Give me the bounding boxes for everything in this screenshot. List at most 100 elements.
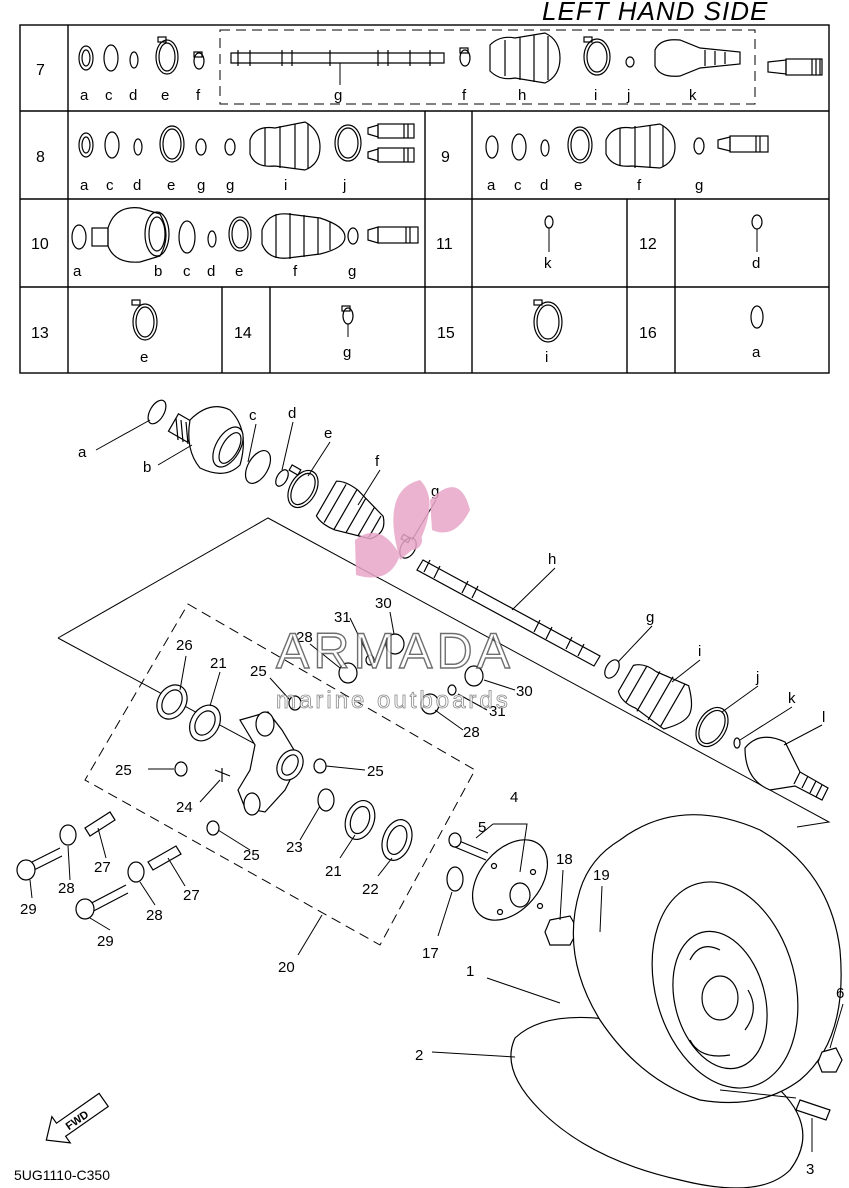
kit-number: 8	[36, 149, 45, 166]
kit-number: 11	[436, 236, 453, 253]
kit-part-label: h	[518, 87, 526, 104]
catalog-code: 5UG1110-C350	[14, 1167, 110, 1183]
callout-label: 28	[463, 724, 480, 741]
knuckle-body	[237, 711, 304, 816]
outer-joint-l	[744, 736, 829, 801]
watermark: ARMADA marine outboards	[275, 480, 514, 714]
callout-label: 30	[375, 595, 392, 612]
drive-shaft-h	[416, 559, 601, 667]
kit-part-label: i	[594, 87, 597, 104]
knuckle-labels: 26 21 25 25 24 25 25 23 21 22 27 27 28 2…	[20, 595, 533, 976]
callout-label: d	[288, 405, 296, 422]
callout-label: 30	[516, 683, 533, 700]
boot-band-j	[695, 706, 729, 748]
kit-part-label: e	[140, 349, 148, 366]
kit-9-parts	[485, 123, 769, 169]
kit-number: 7	[36, 62, 45, 79]
kit-numbers: 7 8 9 10 11 12 13 14 15 16	[31, 62, 657, 342]
callout-label: 31	[334, 609, 351, 626]
kit-part-label: g	[334, 87, 342, 104]
kit-part-label: d	[540, 177, 548, 194]
kit-part-label: g	[226, 177, 234, 194]
kit-part-label: f	[196, 87, 201, 104]
wheel-leaders	[431, 823, 844, 1152]
circlip-k	[733, 737, 741, 749]
kit-part-label: g	[695, 177, 703, 194]
kit-part-label: i	[284, 177, 287, 194]
kit-part-label: a	[80, 177, 89, 194]
wheel-labels: 4 5 18 19 17 1 2 6 3	[415, 789, 844, 1178]
knuckle-assembly-outline	[84, 603, 476, 946]
callout-label: 22	[362, 881, 379, 898]
callout-label: e	[324, 425, 332, 442]
callout-label: 28	[296, 629, 313, 646]
section-title: LEFT HAND SIDE	[542, 0, 768, 26]
kit-part-label: j	[626, 87, 630, 104]
kit-part-label: e	[161, 87, 169, 104]
hub-and-wheel	[446, 814, 843, 1188]
kit-10-labels: a b c d e f g k d	[73, 255, 760, 280]
kit-part-label: f	[637, 177, 642, 194]
callout-label: 28	[146, 907, 163, 924]
kit-number: 13	[31, 325, 49, 342]
callout-label: f	[375, 453, 380, 470]
callout-label: g	[431, 483, 439, 500]
kit-number: 15	[437, 325, 455, 342]
kit-part-label: c	[514, 177, 522, 194]
callout-label: 26	[176, 637, 193, 654]
callout-label: 25	[115, 762, 132, 779]
kit-part-label: a	[487, 177, 496, 194]
callout-label: i	[698, 643, 701, 660]
boot-f	[315, 480, 385, 540]
kit-part-label: d	[207, 263, 215, 280]
kit-7-parts	[78, 32, 823, 85]
kit-part-label: b	[154, 263, 162, 280]
callout-label: 27	[183, 887, 200, 904]
kit-part-label: a	[80, 87, 89, 104]
callout-label: 23	[286, 839, 303, 856]
kit-part-label: k	[689, 87, 697, 104]
callout-label: 2	[415, 1047, 423, 1064]
callout-label: b	[143, 459, 151, 476]
kit-10-parts	[71, 207, 763, 263]
shaft-leaders	[95, 419, 823, 746]
kit-part-label: c	[183, 263, 191, 280]
watermark-tagline: marine outboards	[276, 687, 511, 714]
callout-label: c	[249, 407, 257, 424]
kit-part-label: d	[752, 255, 760, 272]
callout-label: j	[755, 669, 759, 686]
kit-part-label: a	[752, 344, 761, 361]
callout-label: 31	[489, 703, 506, 720]
kit-13-16-parts	[131, 299, 764, 343]
callout-label: 17	[422, 945, 439, 962]
kit-part-label: g	[343, 344, 351, 361]
kit-part-label: j	[342, 177, 346, 194]
kit-part-label: c	[106, 177, 114, 194]
kit-part-label: g	[348, 263, 356, 280]
callout-label: 25	[250, 663, 267, 680]
kit-part-label: k	[544, 255, 552, 272]
callout-label: 21	[325, 863, 342, 880]
kit-part-label: e	[235, 263, 243, 280]
kit-part-label: e	[167, 177, 175, 194]
kit-part-label: c	[105, 87, 113, 104]
callout-label: 18	[556, 851, 573, 868]
kit-part-label: f	[293, 263, 298, 280]
callout-label: l	[822, 709, 825, 726]
kit-part-label: d	[133, 177, 141, 194]
callout-label: 1	[466, 963, 474, 980]
boot-band-g	[604, 659, 620, 679]
circlip-c	[244, 450, 272, 484]
watermark-brand: ARMADA	[276, 623, 514, 679]
callout-label: 28	[58, 880, 75, 897]
callout-label: 3	[806, 1161, 814, 1178]
callout-label: a	[78, 444, 87, 461]
kit-part-label: a	[73, 263, 82, 280]
kit-13-16-labels: e g i a	[140, 344, 761, 366]
callout-label: 25	[243, 847, 260, 864]
kit-part-label: e	[574, 177, 582, 194]
callout-label: 25	[367, 763, 384, 780]
callout-label: k	[788, 690, 796, 707]
